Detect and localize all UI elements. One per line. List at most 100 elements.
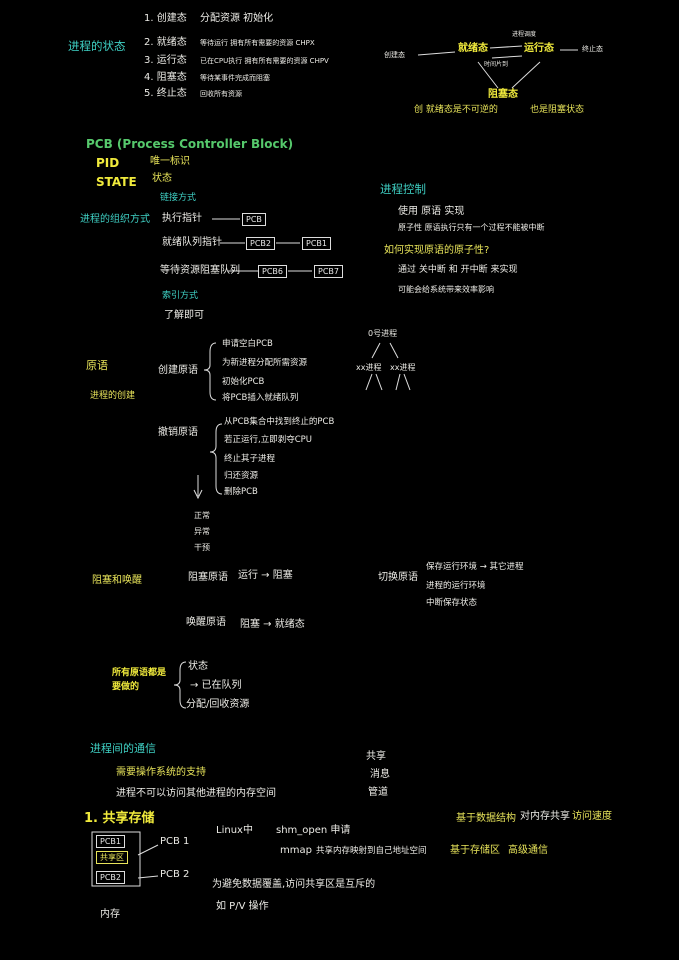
arrow-run-block <box>511 61 541 89</box>
tree-left: xx进程 <box>356 363 382 372</box>
wake-primitive: 唤醒原语 <box>186 617 226 628</box>
kill-step: 终止其子进程 <box>224 454 276 464</box>
switch-step: 中断保存状态 <box>426 598 478 608</box>
org-index-title: 索引方式 <box>162 291 199 301</box>
block-title: 阻塞和唤醒 <box>92 575 142 586</box>
kill-step: 从PCB集合中找到终止的PCB <box>224 417 335 427</box>
shared-title: 1. 共享存储 <box>84 811 155 826</box>
sched-line: → 已在队列 <box>190 680 242 691</box>
state-desc: 等待运行 拥有所有需要的资源 CHPX <box>200 39 315 47</box>
shared-pcb-label: PCB 1 <box>160 836 190 847</box>
sched-line: 分配/回收资源 <box>186 699 250 710</box>
kill-cause: 异常 <box>194 527 210 536</box>
org-exec: 执行指针 <box>162 213 202 224</box>
flow-note: 创 就绪态是不可逆的 <box>414 105 498 115</box>
kill-primitive: 撤销原语 <box>158 427 198 438</box>
pcb-title: PCB (Process Controller Block) <box>86 137 294 151</box>
pcb-box: PCB6 <box>258 265 287 278</box>
pcb-state: STATE <box>96 175 137 189</box>
state-item: 1. 创建态 <box>144 13 187 24</box>
state-item: 4. 阻塞态 <box>144 72 187 83</box>
shared-area-box: 共享区 <box>96 851 128 864</box>
arrow-create-ready <box>417 51 456 56</box>
shared-pcb-label: PCB 2 <box>160 869 190 880</box>
arrow-run-ready <box>491 55 523 59</box>
kill-step: 归还资源 <box>224 471 259 481</box>
switch-primitive: 切换原语 <box>378 572 418 583</box>
create-step: 将PCB插入就绪队列 <box>222 393 299 403</box>
pcb-box: PCB1 <box>96 835 125 848</box>
control-line: 通过 关中断 和 开中断 来实现 <box>398 265 518 275</box>
create-step: 申请空白PCB <box>222 339 273 349</box>
state-item: 3. 运行态 <box>144 55 187 66</box>
comm-side: 管道 <box>368 787 388 798</box>
comm-line: 需要操作系统的支持 <box>116 767 206 778</box>
shared-right: 访问速度 <box>572 811 612 822</box>
pcb-pid: PID <box>96 156 120 170</box>
state-item: 2. 就绪态 <box>144 37 187 48</box>
control-title: 进程控制 <box>380 182 426 196</box>
state-desc: 已在CPU执行 拥有所有需要的资源 CHPV <box>200 57 329 65</box>
pcb-pid-desc: 唯一标识 <box>150 156 190 167</box>
org-ready: 就绪队列指针 <box>162 237 222 248</box>
block-primitive: 阻塞原语 <box>188 572 228 583</box>
shared-right: 基于存储区 <box>450 845 500 856</box>
control-line: 原子性 原语执行只有一个过程不能被中断 <box>398 223 545 232</box>
shared-foot: 内存 <box>100 909 120 920</box>
pcb-box: PCB2 <box>246 237 275 250</box>
wake-desc: 阻塞 → 就绪态 <box>240 619 305 630</box>
flow-block: 阻塞态 <box>488 89 518 100</box>
switch-step: 进程的运行环境 <box>426 581 486 591</box>
create-primitive: 创建原语 <box>158 365 198 376</box>
kill-cause: 干预 <box>194 543 210 552</box>
arrow-block-ready <box>477 61 499 89</box>
shared-pv: 如 P/V 操作 <box>216 901 269 912</box>
shared-avoid: 为避免数据覆盖,访问共享区是互斥的 <box>212 879 376 890</box>
flow-top-label: 进程调度 <box>512 31 537 38</box>
kill-cause: 正常 <box>194 511 210 520</box>
pcb-state-desc: 状态 <box>152 173 172 184</box>
pcb-box: PCB7 <box>314 265 343 278</box>
comm-title: 进程间的通信 <box>90 742 156 755</box>
primitive-sub: 进程的创建 <box>90 391 136 401</box>
tree-root: 0号进程 <box>368 329 398 338</box>
org-label: 进程的组织方式 <box>80 214 150 225</box>
create-step: 初始化PCB <box>222 377 265 387</box>
shared-shm: shm_open 申请 <box>276 825 351 836</box>
state-item: 5. 终止态 <box>144 88 187 99</box>
flow-ready: 就绪态 <box>458 43 488 54</box>
shared-mmap: mmap <box>280 845 312 856</box>
org-link-title: 链接方式 <box>160 193 197 203</box>
create-step: 为新进程分配所需资源 <box>222 358 308 368</box>
flow-mid-label: 时间片到 <box>484 61 509 68</box>
comm-line: 进程不可以访问其他进程的内存空间 <box>116 788 276 799</box>
comm-side: 共享 <box>366 751 386 762</box>
pcb-box: PCB <box>242 213 266 226</box>
org-index-desc: 了解即可 <box>164 310 204 321</box>
sched-title: 所有原语都是要做的 <box>112 668 167 692</box>
org-blocked: 等待资源阻塞队列 <box>160 265 240 276</box>
state-desc: 等待某事件完成而阻塞 <box>200 74 270 82</box>
flow-create: 创建态 <box>384 51 405 59</box>
pcb-box: PCB1 <box>302 237 331 250</box>
tree-right: xx进程 <box>390 363 416 372</box>
kill-step: 删除PCB <box>224 487 258 497</box>
shared-right: 对内存共享 <box>520 811 570 822</box>
switch-step: 保存运行环境 → 其它进程 <box>426 562 524 572</box>
block-desc: 运行 → 阻塞 <box>238 570 293 581</box>
control-question: 如何实现原语的原子性? <box>384 245 490 256</box>
shared-right: 高级通信 <box>508 845 548 856</box>
shared-mmap-desc: 共享内存映射到自己地址空间 <box>316 846 427 856</box>
states-title: 进程的状态 <box>68 39 126 53</box>
sched-line: 状态 <box>188 661 208 672</box>
state-desc: 回收所有资源 <box>200 90 242 98</box>
arrow-ready-run <box>489 45 523 49</box>
pcb-box: PCB2 <box>96 871 125 884</box>
primitive-title: 原语 <box>86 359 108 372</box>
control-line: 使用 原语 实现 <box>398 206 465 217</box>
flow-run: 运行态 <box>524 43 554 54</box>
flow-end: 终止态 <box>582 45 603 53</box>
flow-note2: 也是阻塞状态 <box>530 105 585 115</box>
control-line: 可能会给系统带来效率影响 <box>398 285 494 294</box>
